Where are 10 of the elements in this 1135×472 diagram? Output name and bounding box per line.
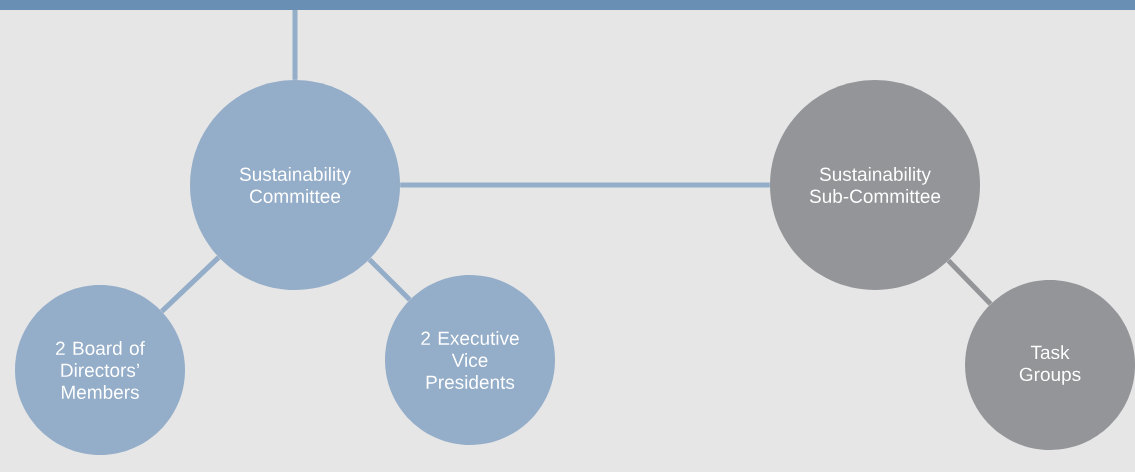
connector-line (160, 255, 221, 314)
connector-line (292, 10, 298, 80)
connector-line (946, 258, 993, 306)
circle-node: Task Groups (965, 280, 1135, 450)
circle-node: Sustainability Sub-Committee (770, 80, 980, 290)
circle-node: Sustainability Committee (190, 80, 400, 290)
connector-line (367, 257, 412, 302)
circle-node: 2 Executive Vice Presidents (385, 275, 555, 445)
connector-line (400, 182, 770, 188)
circle-node: 2 Board of Directors’ Members (15, 285, 185, 455)
